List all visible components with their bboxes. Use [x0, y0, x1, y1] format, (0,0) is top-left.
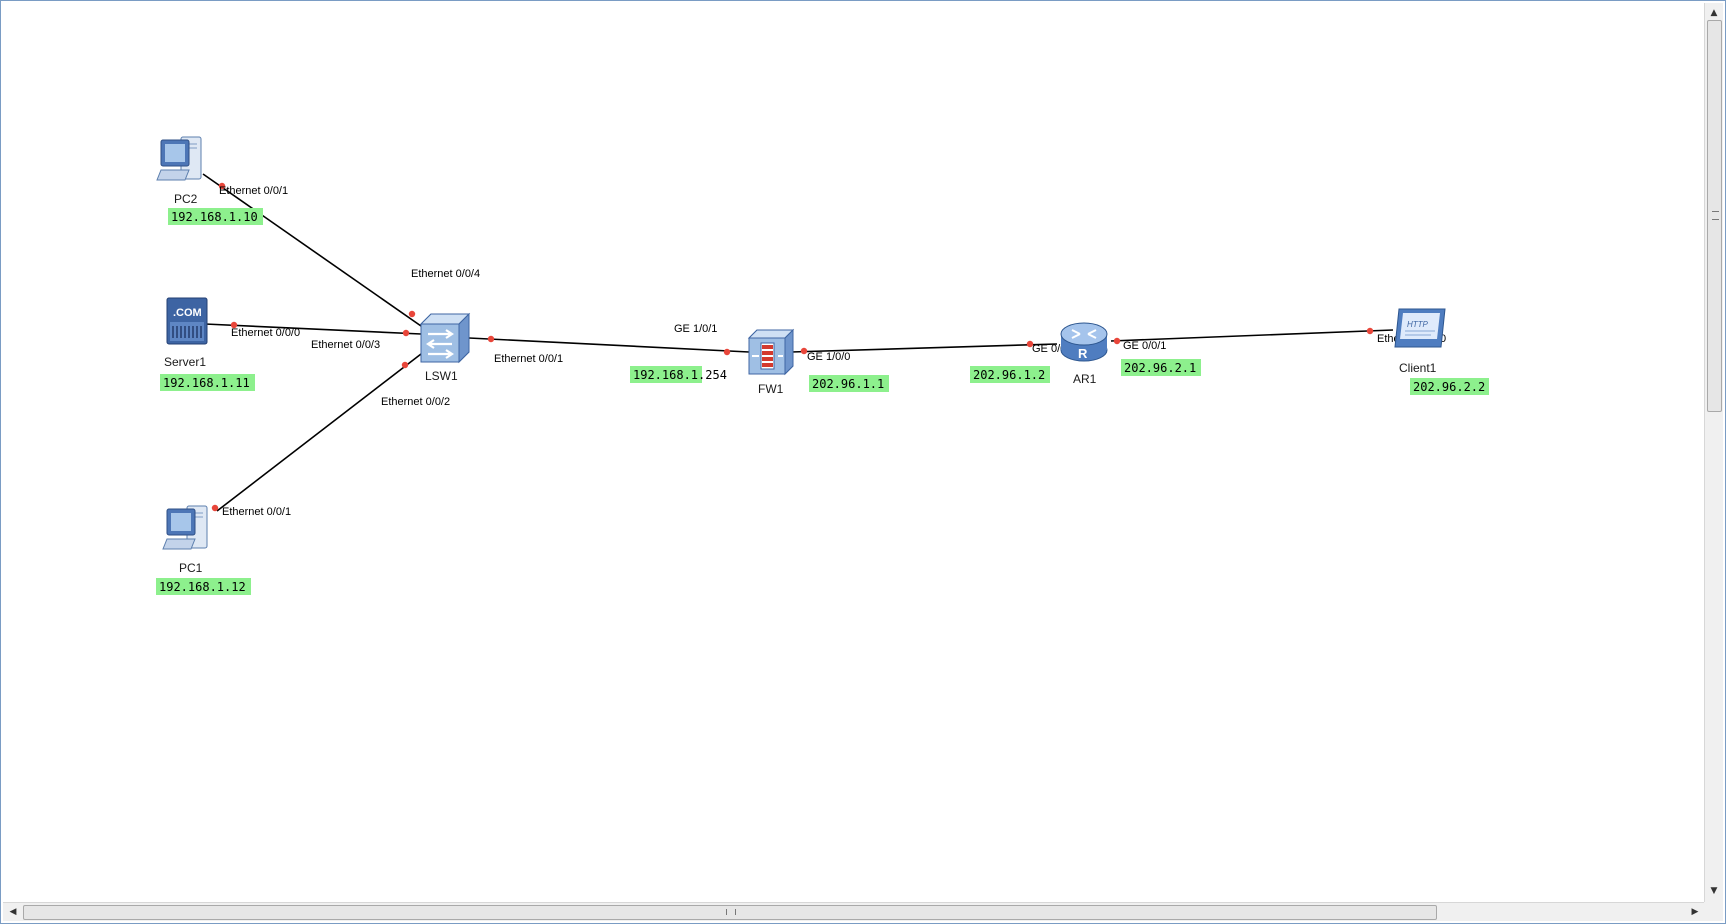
link-fw1-ar1[interactable]	[790, 343, 1058, 353]
ip-badge-fw1-outside: 202.96.1.1	[809, 375, 889, 392]
device-label: FW1	[758, 382, 784, 396]
grip-icon	[726, 909, 736, 915]
port-dot	[487, 335, 495, 343]
ip-badge-client1: 202.96.2.2	[1410, 378, 1489, 395]
client-icon-text: HTTP	[1407, 320, 1429, 329]
scroll-left-arrow-icon[interactable]: ◀	[9, 907, 17, 917]
port-dot	[401, 361, 409, 369]
port-label-ar1-ge001: GE 0/0/1	[1123, 340, 1166, 352]
router-icon: R	[1060, 322, 1108, 362]
port-dot	[211, 504, 219, 512]
topology-diagram[interactable]: Ethernet 0/0/1 Ethernet 0/0/4 Ethernet 0…	[7, 6, 1704, 901]
scroll-right-arrow-icon[interactable]: ▶	[1691, 907, 1699, 917]
grip-icon	[1712, 211, 1719, 220]
scroll-up-arrow-icon[interactable]: ▲	[1710, 8, 1718, 18]
ip-label: 192.168.1.11	[163, 376, 250, 390]
port-dot	[218, 182, 226, 190]
horizontal-scrollbar[interactable]: ◀ ▶	[3, 902, 1704, 921]
device-label: LSW1	[425, 369, 458, 383]
device-lsw1[interactable]: LSW1	[419, 312, 471, 383]
server-icon: .COM	[166, 297, 208, 345]
pc-icon	[156, 136, 202, 181]
ip-badge-ar1-outside: 202.96.2.1	[1121, 359, 1201, 376]
port-dot	[1113, 337, 1121, 345]
firewall-icon	[747, 328, 795, 376]
port-label-server1: Ethernet 0/0/0	[231, 327, 300, 339]
server-icon-text: .COM	[173, 307, 202, 319]
link-lsw1-fw1[interactable]	[468, 337, 750, 353]
link-pc1-lsw1[interactable]	[216, 353, 422, 512]
port-label-pc2: Ethernet 0/0/1	[219, 185, 288, 197]
vertical-scrollbar[interactable]: ▲ ▼	[1704, 3, 1723, 902]
pc-icon	[162, 505, 208, 550]
port-labels: Ethernet 0/0/1 Ethernet 0/0/4 Ethernet 0…	[219, 185, 1446, 518]
device-label: AR1	[1073, 372, 1097, 386]
port-label-pc1: Ethernet 0/0/1	[222, 506, 291, 518]
port-label-lsw1-e002: Ethernet 0/0/2	[381, 396, 450, 408]
switch-icon	[419, 312, 471, 364]
ip-badge-server1: 192.168.1.11	[160, 374, 255, 391]
port-dot	[1026, 340, 1034, 348]
ip-badge-fw1-inside: 192.168.1.254	[630, 366, 727, 383]
port-label-lsw1-e004: Ethernet 0/0/4	[411, 268, 480, 280]
device-ar1[interactable]: R AR1	[1060, 322, 1108, 386]
device-label: Client1	[1399, 361, 1437, 375]
horizontal-scroll-thumb[interactable]	[23, 905, 1437, 920]
device-pc2[interactable]: PC2	[156, 136, 202, 206]
device-label: Server1	[164, 355, 206, 369]
device-label: PC1	[179, 561, 203, 575]
ip-label: 192.168.1.254	[633, 368, 727, 382]
port-dots	[211, 182, 1374, 512]
ip-badge-ar1-inside: 202.96.1.2	[970, 366, 1050, 383]
port-dot	[230, 321, 238, 329]
link-pc2-lsw1[interactable]	[202, 173, 422, 327]
ip-badge-pc1: 192.168.1.12	[156, 578, 251, 595]
ip-label: 192.168.1.12	[159, 580, 246, 594]
port-dot	[723, 348, 731, 356]
device-client1[interactable]: HTTP Client1	[1394, 308, 1446, 375]
svg-text:R: R	[1078, 346, 1088, 361]
scroll-down-arrow-icon[interactable]: ▼	[1710, 886, 1718, 896]
device-fw1[interactable]: FW1	[747, 328, 795, 396]
ip-label: 202.96.2.2	[1413, 380, 1485, 394]
topology-canvas[interactable]: Ethernet 0/0/1 Ethernet 0/0/4 Ethernet 0…	[7, 6, 1704, 901]
port-label-lsw1-e001: Ethernet 0/0/1	[494, 353, 563, 365]
device-label: PC2	[174, 192, 198, 206]
device-server1[interactable]: .COM Server1	[164, 297, 208, 369]
port-dot	[1366, 327, 1374, 335]
ip-badge-pc2: 192.168.1.10	[168, 208, 263, 225]
scrollbar-corner	[1704, 902, 1723, 921]
port-label-fw1-ge101: GE 1/0/1	[674, 323, 717, 335]
port-dot	[408, 310, 416, 318]
client-icon: HTTP	[1394, 308, 1446, 348]
link-server1-lsw1[interactable]	[204, 323, 422, 335]
device-pc1[interactable]: PC1	[162, 505, 208, 575]
ip-label: 202.96.1.1	[812, 377, 884, 391]
links	[202, 173, 1394, 512]
ip-label: 192.168.1.10	[171, 210, 258, 224]
port-dot	[800, 347, 808, 355]
ip-label: 202.96.2.1	[1124, 361, 1196, 375]
ip-label: 202.96.1.2	[973, 368, 1045, 382]
vertical-scroll-thumb[interactable]	[1707, 20, 1722, 412]
port-label-lsw1-e003: Ethernet 0/0/3	[311, 339, 380, 351]
port-dot	[402, 329, 410, 337]
port-label-fw1-ge100: GE 1/0/0	[807, 351, 850, 363]
link-ar1-client1[interactable]	[1110, 329, 1394, 342]
